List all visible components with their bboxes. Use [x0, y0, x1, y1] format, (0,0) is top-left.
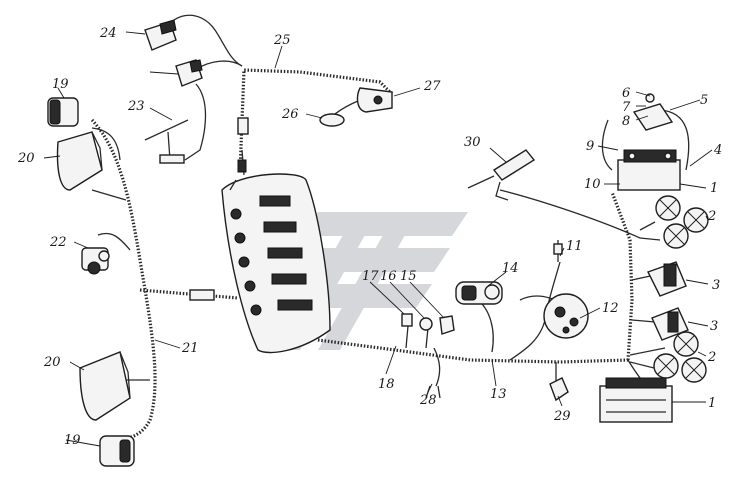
- component-20-lower: [79, 351, 131, 421]
- label-21: 21: [181, 341, 199, 356]
- component-30: [467, 149, 536, 201]
- connector-panel-top: [237, 117, 249, 173]
- component-23: [144, 119, 189, 164]
- component-24b: [175, 59, 203, 87]
- leaders: [43, 31, 713, 447]
- connector-21: [189, 289, 215, 301]
- label-28: 28: [419, 393, 437, 408]
- label-19-lower: 19: [64, 433, 81, 448]
- label-17: 17: [362, 269, 379, 284]
- component-5: [632, 93, 674, 131]
- label-6: 6: [622, 86, 630, 101]
- label-27: 27: [423, 79, 441, 94]
- label-5: 5: [700, 93, 708, 108]
- label-18: 18: [378, 377, 395, 392]
- label-15: 15: [400, 269, 417, 284]
- label-19-upper: 19: [52, 77, 69, 92]
- component-22: [81, 247, 110, 275]
- label-23: 23: [127, 99, 145, 114]
- component-20-upper: [56, 131, 103, 191]
- label-8: 8: [622, 114, 630, 129]
- battery-upper: [617, 149, 681, 191]
- label-4: 4: [713, 143, 722, 158]
- component-26: [319, 113, 345, 127]
- harness-13: [317, 191, 634, 364]
- label-1-upper: 1: [710, 181, 718, 196]
- label-20-upper: 20: [17, 151, 35, 166]
- harness-25: [238, 68, 394, 173]
- label-2-lower: 2: [707, 350, 716, 365]
- label-1-lower: 1: [708, 396, 716, 411]
- lamps-2-upper: [655, 195, 709, 249]
- label-30: 30: [464, 135, 481, 150]
- component-11: [553, 240, 563, 262]
- harness-21: [90, 118, 239, 442]
- battery-lower: [599, 377, 673, 423]
- label-3-upper: 3: [712, 278, 720, 293]
- label-16: 16: [380, 269, 397, 284]
- label-7: 7: [622, 100, 631, 115]
- component-3-lower: [651, 307, 689, 341]
- label-29: 29: [553, 409, 571, 424]
- label-26: 26: [281, 107, 299, 122]
- components-15-17: [401, 313, 455, 335]
- component-27: [356, 87, 393, 113]
- component-19-upper: [47, 97, 79, 127]
- label-20-lower: 20: [43, 355, 61, 370]
- component-19-lower: [99, 435, 135, 467]
- label-11: 11: [566, 239, 583, 254]
- component-3-upper: [647, 261, 687, 297]
- component-12: [543, 293, 589, 339]
- label-9: 9: [586, 139, 594, 154]
- label-13: 13: [490, 387, 507, 402]
- label-14: 14: [502, 261, 519, 276]
- instrument-panel: [221, 149, 331, 354]
- component-14: [455, 281, 503, 305]
- component-29: [549, 377, 569, 402]
- label-2-upper: 2: [707, 209, 716, 224]
- lamps-2-lower: [653, 331, 707, 383]
- callout-labels: 1 1 2 2 3 3 4 5 6 7 8 9 10 11 12 13 14 1…: [17, 26, 722, 448]
- label-22: 22: [49, 235, 67, 250]
- wires: [91, 14, 690, 391]
- label-25: 25: [273, 33, 291, 48]
- label-3-lower: 3: [710, 319, 718, 334]
- label-10: 10: [584, 177, 601, 192]
- component-24: [144, 19, 177, 51]
- label-12: 12: [602, 301, 619, 316]
- label-24: 24: [99, 26, 117, 41]
